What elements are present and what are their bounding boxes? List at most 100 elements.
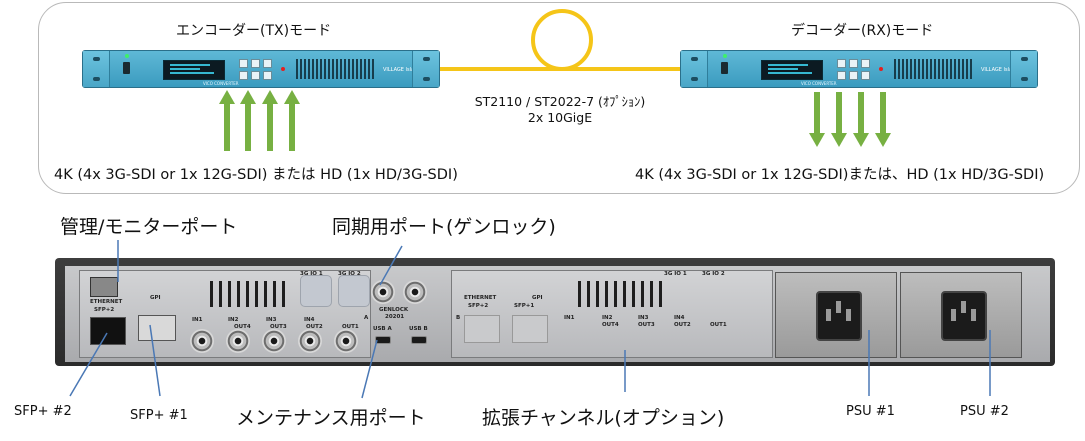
arrow-down-icon (853, 92, 869, 147)
decoder-mode-title: デコーダー(RX)モード (791, 23, 934, 39)
in3-label: IN3 (266, 317, 277, 323)
encoder-device: VILLAGE Island VICO CONVERTER (82, 50, 440, 88)
bnc-connector[interactable] (298, 329, 322, 353)
device-model: VICO CONVERTER (203, 81, 239, 86)
io2-cover (338, 275, 370, 307)
usb-b-port[interactable] (411, 336, 427, 344)
exp-ethernet-label: ETHERNET (464, 295, 497, 301)
out4-label: OUT4 (234, 324, 251, 330)
arrow-up-icon (219, 90, 235, 151)
exp-sfp2-blank (464, 315, 500, 343)
genlock-bnc[interactable] (371, 280, 395, 304)
power-inlet-icon[interactable] (816, 291, 862, 341)
bnc-connector[interactable] (262, 329, 286, 353)
fiber-loop (531, 9, 593, 71)
output-sdi-label: 4K (4x 3G-SDI or 1x 12G-SDI)または、HD (1x H… (635, 167, 1045, 183)
power-switch-icon (123, 62, 130, 74)
vent-slots (210, 281, 285, 307)
ethernet-port[interactable] (90, 277, 118, 297)
psu1-callout-label: PSU #1 (846, 404, 895, 419)
exp-io2-label: 3G IO 2 (702, 271, 725, 277)
bnc-connector[interactable] (334, 329, 358, 353)
out1-label: OUT1 (342, 324, 359, 330)
exp-out2-label: OUT2 (674, 322, 691, 328)
exp-out3-label: OUT3 (638, 322, 655, 328)
rear-panel: ETHERNET SFP+2 GPI 3G IO 1 3G IO 2 IN1 I… (65, 266, 1050, 362)
maintenance-port-label: メンテナンス用ポート (236, 407, 426, 429)
gpi-label: GPI (150, 295, 161, 301)
usb-a-port[interactable] (375, 336, 391, 344)
callout-sfp2 (69, 332, 108, 397)
arrow-down-icon (831, 92, 847, 147)
callout-usb (361, 339, 378, 399)
arrow-up-icon (262, 90, 278, 151)
exp-in3-label: IN3 (638, 315, 649, 321)
arrow-up-icon (284, 90, 300, 151)
exp-in1-label: IN1 (564, 315, 575, 321)
fiber-speed: 2x 10GigE (527, 110, 593, 125)
bnc-connector[interactable] (226, 329, 250, 353)
exp-in2-label: IN2 (602, 315, 613, 321)
psu-2-module (900, 272, 1022, 358)
lcd-display (761, 60, 823, 80)
vent-grille (894, 59, 972, 79)
device-brand: VILLAGE Island (981, 67, 1019, 73)
exp-gpi-label: GPI (532, 295, 543, 301)
power-switch-icon (721, 62, 728, 74)
sync-port-label: 同期用ポート(ゲンロック) (332, 216, 556, 238)
usb-b-label: USB B (409, 326, 428, 332)
exp-sfp1-label: SFP+1 (514, 303, 535, 309)
expansion-channel-label: 拡張チャンネル(オプション) (482, 407, 725, 429)
device-brand: VILLAGE Island (383, 67, 421, 73)
main-io-card: ETHERNET SFP+2 GPI 3G IO 1 3G IO 2 IN1 I… (79, 270, 371, 358)
exp-io1-label: 3G IO 1 (664, 271, 687, 277)
sfp1-port[interactable] (138, 315, 176, 341)
fiber-link (440, 9, 680, 71)
in2-label: IN2 (228, 317, 239, 323)
slot-b-label: B (456, 315, 461, 321)
slot-a-label: A (364, 315, 369, 321)
in4-label: IN4 (304, 317, 315, 323)
input-arrows-up (219, 90, 300, 151)
out3-label: OUT3 (270, 324, 287, 330)
device-model: VICO CONVERTER (801, 81, 837, 86)
signal-flow-panel (38, 2, 1080, 194)
ethernet-label: ETHERNET (90, 299, 123, 305)
input-sdi-label: 4K (4x 3G-SDI or 1x 12G-SDI) または HD (1x … (54, 167, 458, 183)
psu-1-module (775, 272, 897, 358)
exp-in4-label: IN4 (674, 315, 685, 321)
sfp2-callout-label: SFP+ #2 (14, 404, 72, 419)
genlock-label: GENLOCK (379, 307, 409, 313)
arrow-down-icon (809, 92, 825, 147)
in1-label: IN1 (192, 317, 203, 323)
sdi-arrows (219, 90, 891, 151)
encoder-mode-title: エンコーダー(TX)モード (176, 23, 332, 39)
sfp2-port[interactable] (90, 317, 126, 345)
decoder-device: VILLAGE Island VICO CONVERTER (680, 50, 1038, 88)
fiber-protocol: ST2110 / ST2022-7 (ｵﾌﾟｼｮﾝ) (474, 94, 646, 109)
sfp2-label: SFP+2 (94, 307, 115, 313)
bnc-connector[interactable] (190, 329, 214, 353)
exp-out4-label: OUT4 (602, 322, 619, 328)
out2-label: OUT2 (306, 324, 323, 330)
vent-grille (296, 59, 374, 79)
arrow-down-icon (875, 92, 891, 147)
io2-label: 3G IO 2 (338, 271, 361, 277)
expansion-card: B ETHERNET SFP+2 GPI SFP+1 3G IO 1 3G IO… (451, 270, 773, 358)
io1-cover (300, 275, 332, 307)
arrow-up-icon (240, 90, 256, 151)
sfp1-callout-label: SFP+ #1 (130, 408, 188, 423)
fiber-caption: ST2110 / ST2022-7 (ｵﾌﾟｼｮﾝ) 2x 10GigE (460, 94, 660, 126)
output-arrows-down (809, 92, 891, 147)
callout-sfp1 (149, 324, 161, 397)
usb-a-label: USB A (373, 326, 392, 332)
genlock-bnc[interactable] (403, 280, 427, 304)
psu2-callout-label: PSU #2 (960, 404, 1009, 419)
management-port-label: 管理/モニターポート (60, 216, 238, 238)
callout-genlock (379, 245, 403, 286)
exp-sfp2-label: SFP+2 (468, 303, 489, 309)
power-inlet-icon[interactable] (941, 291, 987, 341)
exp-sfp1-blank (512, 315, 548, 343)
io1-label: 3G IO 1 (300, 271, 323, 277)
